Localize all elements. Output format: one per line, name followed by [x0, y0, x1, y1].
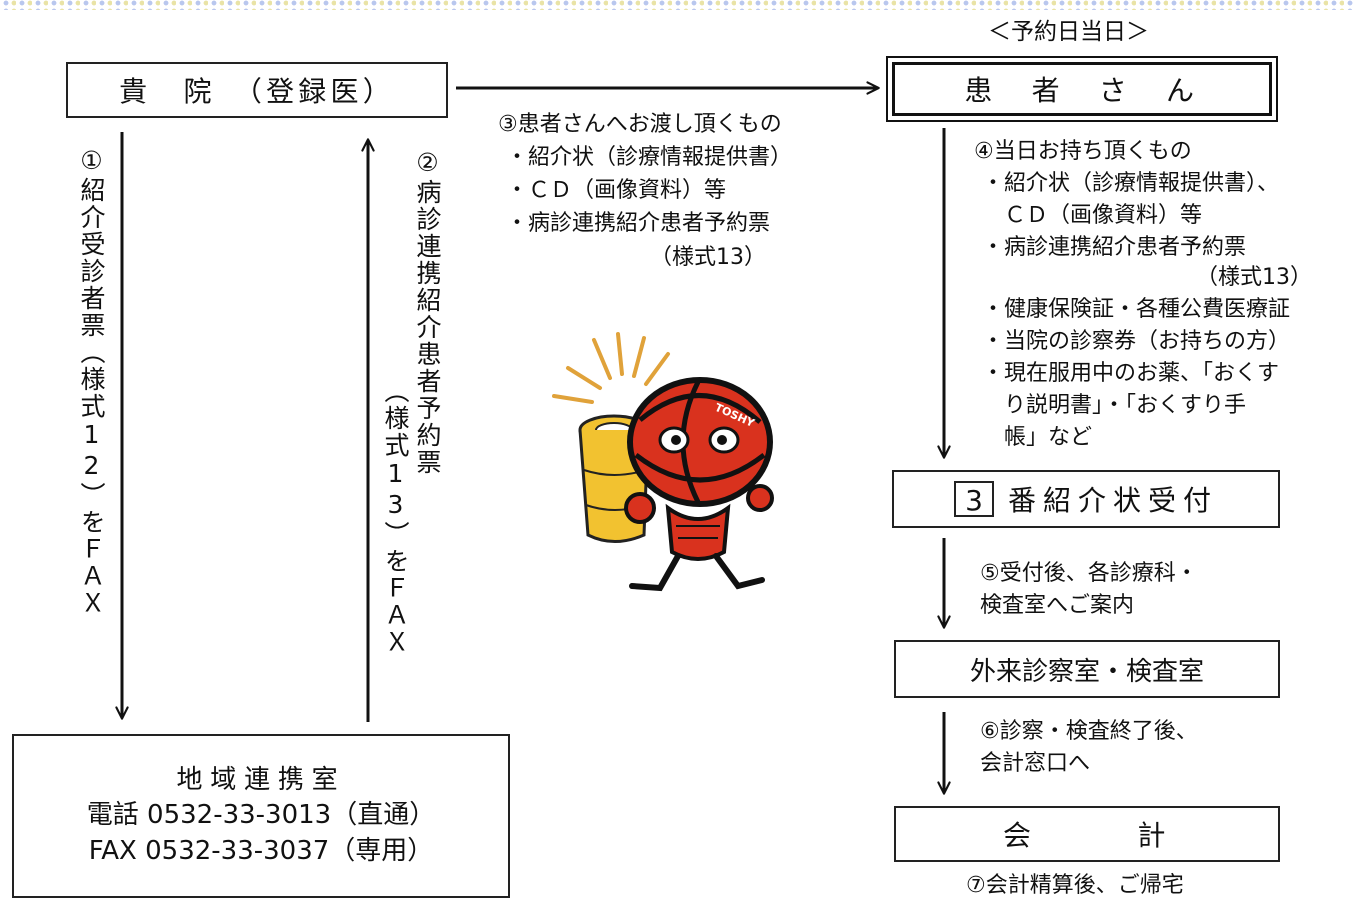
decorative-border	[0, 0, 1354, 10]
step5-line-1: ⑤受付後、各診療科・	[980, 561, 1198, 586]
cashier-box: 会 計	[894, 806, 1280, 862]
step2-text-col2: （様式13）をＦＡＸ	[381, 378, 410, 656]
step4-line-3: ・病診連携紹介患者予約票	[982, 235, 1247, 260]
clinic-box: 貴 院 （登録医）	[66, 62, 448, 118]
step3-item-2: ・ＣＤ（画像資料）等	[506, 178, 727, 203]
step5-line-2: 検査室へご案内	[980, 593, 1135, 618]
step4-line-8: り説明書」・「おくすり手	[982, 393, 1247, 418]
step4-line-9: 帳」など	[982, 425, 1093, 450]
mascot-body: TOSHY	[624, 377, 774, 592]
mascot-illustration: TOSHY	[552, 332, 774, 592]
step4-line-6: ・当院の診察券（お持ちの方）	[982, 329, 1291, 354]
reception-box: 3 番紹介状受付	[892, 470, 1280, 528]
liaison-title: 地域連携室	[176, 765, 346, 796]
reception-label: 番紹介状受付	[1007, 484, 1218, 517]
reception-number: 3	[953, 481, 994, 517]
patient-box: 患 者 さ ん	[886, 56, 1278, 122]
step4-line-5: ・健康保険証・各種公費医療証	[982, 297, 1291, 322]
step4-line-2: ＣＤ（画像資料）等	[982, 203, 1203, 228]
step4-line-7: ・現在服用中のお薬、「おくす	[982, 361, 1280, 386]
liaison-phone: 電話 0532-33-3013（直通）	[86, 800, 436, 831]
step7-text: ⑦会計精算後、ご帰宅	[966, 873, 1184, 898]
step3-suffix: （様式13）	[650, 245, 766, 270]
mascot-rays	[552, 332, 670, 404]
liaison-fax: FAX 0532-33-3037（専用）	[88, 835, 434, 866]
step4-line-4: （様式13）	[1196, 265, 1312, 290]
step1-text: ①紹介受診者票（様式12）をＦＡＸ	[77, 146, 106, 617]
step6-line-1: ⑥診察・検査終了後、	[980, 719, 1198, 744]
liaison-office-box: 地域連携室 電話 0532-33-3013（直通） FAX 0532-33-30…	[12, 734, 510, 898]
step6-line-2: 会計窓口へ	[980, 751, 1091, 776]
step3-item-1: ・紹介状（診療情報提供書）	[506, 145, 793, 170]
appointment-day-label: ＜予約日当日＞	[988, 19, 1149, 45]
outpatient-box: 外来診察室・検査室	[894, 640, 1280, 698]
step2-text-col1: ②病診連携紹介患者予約票	[413, 148, 442, 476]
step3-item-3: ・病診連携紹介患者予約票	[506, 211, 771, 236]
step4-title: ④当日お持ち頂くもの	[974, 139, 1192, 164]
step4-line-1: ・紹介状（診療情報提供書）、	[982, 171, 1280, 196]
step3-title: ③患者さんへお渡し頂くもの	[498, 112, 782, 137]
